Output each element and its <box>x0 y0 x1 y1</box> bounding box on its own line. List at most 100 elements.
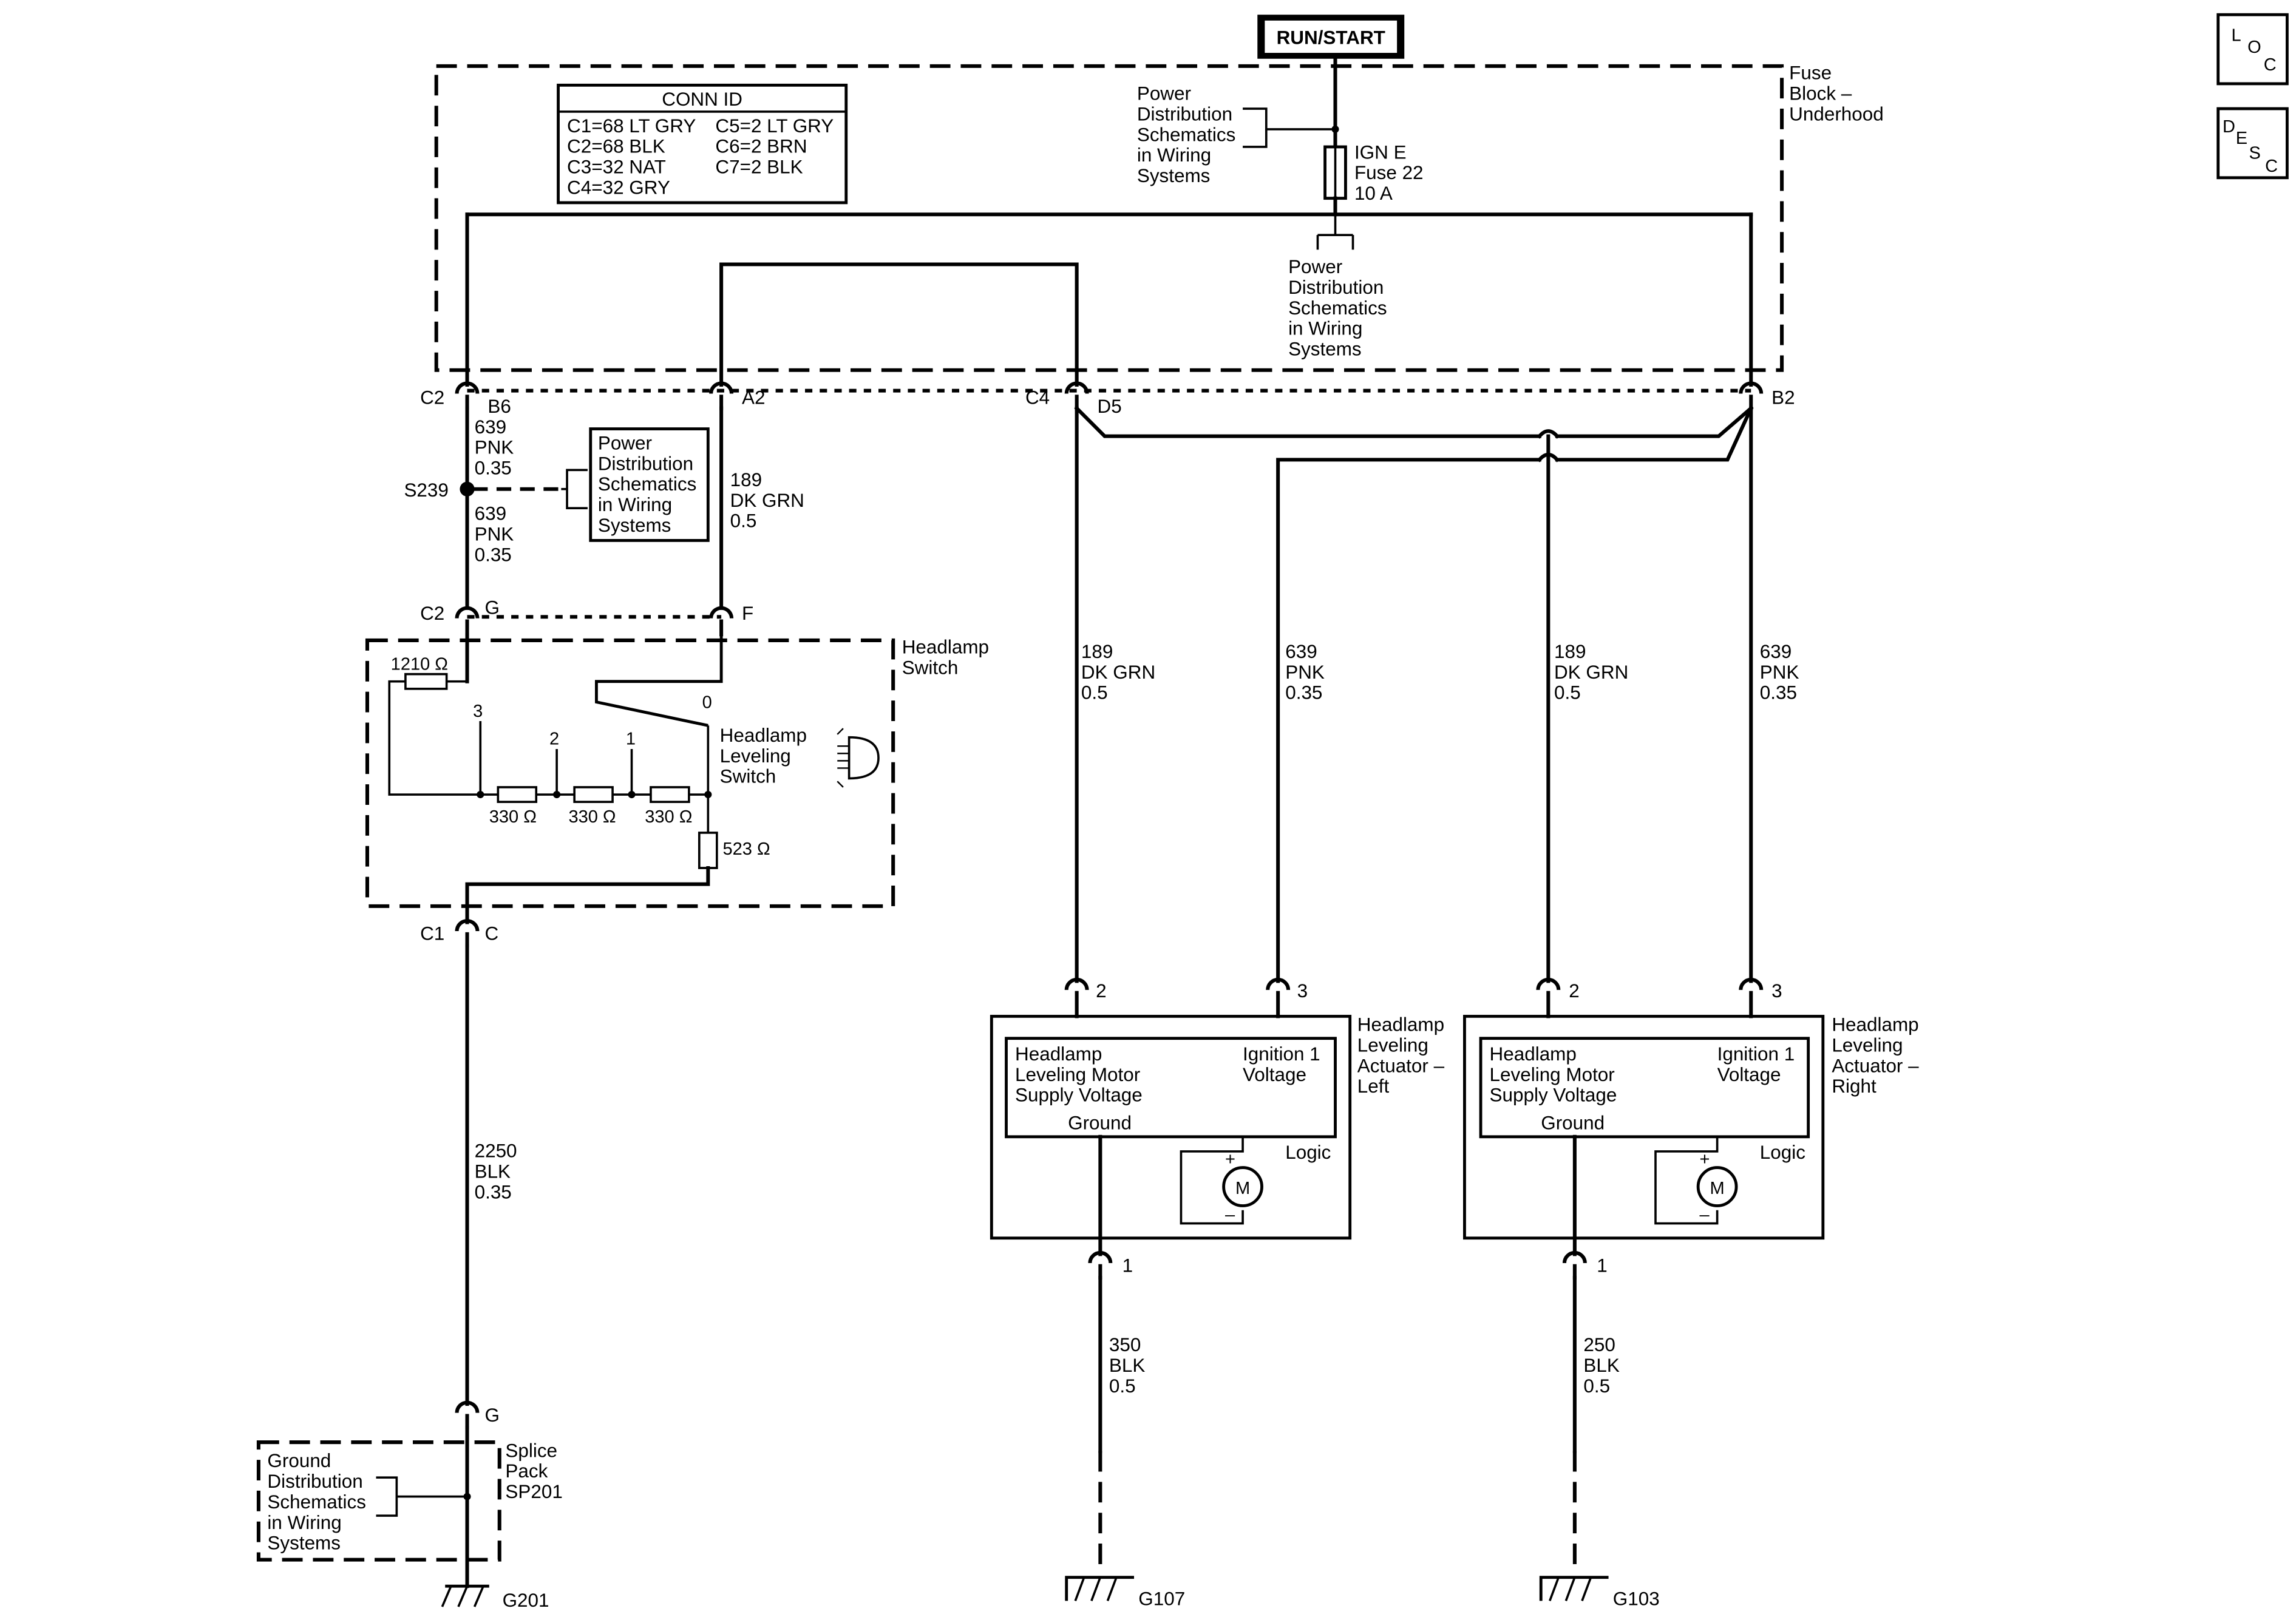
svg-text:0.35: 0.35 <box>475 544 512 565</box>
connector-g-splice: G <box>455 1400 500 1429</box>
svg-text:G: G <box>485 1405 500 1426</box>
fuse-22: IGN E Fuse 22 10 A <box>1323 141 1424 204</box>
svg-text:DK GRN: DK GRN <box>1081 662 1155 683</box>
wire-189-actuator-right: 189 DK GRN 0.5 <box>1554 641 1628 703</box>
svg-text:L: L <box>2231 26 2241 46</box>
svg-text:523 Ω: 523 Ω <box>723 839 770 859</box>
fuse-block-label: Fuse Block – Underhood <box>1789 63 1884 125</box>
svg-text:Distribution: Distribution <box>1288 277 1384 298</box>
svg-text:0.35: 0.35 <box>475 1181 512 1202</box>
svg-text:Systems: Systems <box>1288 339 1362 360</box>
svg-text:2: 2 <box>549 730 559 749</box>
connector-c2-g: C2 G <box>420 597 500 637</box>
svg-text:0.35: 0.35 <box>1760 682 1797 703</box>
wire-639-actuator-right: 639 PNK 0.35 <box>1760 641 1799 703</box>
svg-text:C1: C1 <box>420 923 444 944</box>
wire-189-actuator-left: 189 DK GRN 0.5 <box>1081 641 1155 703</box>
svg-text:Voltage: Voltage <box>1243 1064 1306 1085</box>
svg-text:189: 189 <box>1081 641 1113 662</box>
svg-text:2250: 2250 <box>475 1141 517 1162</box>
headlamp-switch-label: Headlamp Switch <box>902 637 989 679</box>
svg-text:Systems: Systems <box>267 1533 341 1554</box>
svg-text:C2=68 BLK: C2=68 BLK <box>567 136 665 157</box>
connector-b2: B2 <box>1739 381 1795 410</box>
svg-text:10 A: 10 A <box>1354 183 1393 204</box>
connector-f: F <box>709 603 753 637</box>
svg-text:Distribution: Distribution <box>598 453 693 474</box>
svg-text:B2: B2 <box>1771 387 1795 408</box>
resistor-330-c <box>650 786 690 803</box>
headlamp-leveling-icon <box>837 728 880 788</box>
wire-189-left: 189 DK GRN 0.5 <box>730 469 804 532</box>
svg-text:Block –: Block – <box>1789 83 1852 104</box>
svg-text:F: F <box>742 603 753 624</box>
motor-icon <box>1222 1166 1263 1207</box>
svg-text:Leveling: Leveling <box>1357 1034 1428 1056</box>
svg-text:Fuse: Fuse <box>1789 63 1832 84</box>
splice-pack-label: Splice Pack SP201 <box>505 1440 562 1502</box>
svg-text:0.5: 0.5 <box>1081 682 1108 703</box>
svg-text:Supply Voltage: Supply Voltage <box>1490 1085 1617 1106</box>
ground-g103-icon: G103 <box>1539 1576 1660 1610</box>
svg-text:3: 3 <box>1771 980 1782 1002</box>
svg-text:Leveling: Leveling <box>720 745 791 767</box>
svg-text:Leveling Motor: Leveling Motor <box>1015 1064 1140 1085</box>
svg-text:0.5: 0.5 <box>730 510 757 532</box>
svg-text:–: – <box>1225 1205 1235 1225</box>
svg-text:Underhood: Underhood <box>1789 103 1884 124</box>
ground-distribution-ref: Ground Distribution Schematics in Wiring… <box>267 1450 471 1554</box>
svg-text:C3=32 NAT: C3=32 NAT <box>567 157 666 178</box>
svg-text:1: 1 <box>1123 1255 1133 1276</box>
resistor-523 <box>698 832 718 869</box>
svg-text:Switch: Switch <box>902 657 959 679</box>
svg-text:E: E <box>2236 129 2247 148</box>
svg-text:Ground: Ground <box>267 1450 331 1471</box>
svg-text:C2: C2 <box>420 603 444 624</box>
svg-text:Leveling: Leveling <box>1832 1034 1903 1056</box>
splice-s239 <box>460 481 475 497</box>
svg-text:O: O <box>2247 38 2261 57</box>
svg-text:C7=2 BLK: C7=2 BLK <box>715 157 803 178</box>
resistor-1210 <box>404 673 448 690</box>
svg-text:Actuator –: Actuator – <box>1832 1055 1919 1076</box>
svg-text:330 Ω: 330 Ω <box>568 807 616 827</box>
svg-text:Power: Power <box>1288 256 1342 277</box>
wire-639-actuator-left: 639 PNK 0.35 <box>1285 641 1325 703</box>
svg-text:SP201: SP201 <box>505 1481 562 1502</box>
svg-text:DK GRN: DK GRN <box>730 490 804 511</box>
svg-text:Power: Power <box>1137 83 1191 104</box>
svg-text:C5=2 LT GRY: C5=2 LT GRY <box>715 115 834 137</box>
svg-text:1: 1 <box>1597 1255 1607 1276</box>
svg-text:1210 Ω: 1210 Ω <box>391 654 448 674</box>
svg-text:639: 639 <box>1760 641 1792 662</box>
svg-text:C: C <box>2264 55 2277 75</box>
svg-text:in Wiring: in Wiring <box>1137 144 1211 166</box>
desc-button[interactable]: D E S C <box>2216 107 2289 180</box>
svg-text:M: M <box>1710 1179 1725 1198</box>
power-distribution-ref-mid: Power Distribution Schematics in Wiring … <box>1288 256 1387 359</box>
svg-text:0.5: 0.5 <box>1583 1375 1610 1397</box>
svg-text:Distribution: Distribution <box>267 1471 362 1492</box>
svg-text:PNK: PNK <box>1285 662 1325 683</box>
svg-text:DK GRN: DK GRN <box>1554 662 1628 683</box>
svg-text:2: 2 <box>1569 980 1579 1002</box>
svg-text:Systems: Systems <box>1137 165 1211 186</box>
svg-text:IGN E: IGN E <box>1354 141 1407 163</box>
actuator-left: 2 3 Headlamp Leveling Motor Supply Volta… <box>990 977 1352 1280</box>
svg-text:BLK: BLK <box>1583 1355 1619 1376</box>
svg-text:M: M <box>1235 1179 1250 1198</box>
loc-button[interactable]: L O C <box>2216 13 2289 86</box>
connector-a2: A2 <box>709 381 765 410</box>
svg-text:C2: C2 <box>420 387 444 408</box>
svg-text:+: + <box>1225 1150 1235 1169</box>
wire-639-lower: 639 PNK 0.35 <box>475 503 514 566</box>
power-distribution-ref-top: Power Distribution Schematics in Wiring … <box>1137 83 1336 186</box>
power-distribution-ref-left: Power Distribution Schematics in Wiring … <box>589 427 710 542</box>
svg-text:Right: Right <box>1832 1076 1877 1097</box>
wire-350: 350 BLK 0.5 <box>1109 1334 1145 1397</box>
wire-639-upper: 639 PNK 0.35 <box>475 416 514 479</box>
svg-text:330 Ω: 330 Ω <box>489 807 537 827</box>
svg-text:PNK: PNK <box>475 523 514 544</box>
svg-text:Pack: Pack <box>505 1460 548 1482</box>
svg-text:3: 3 <box>473 702 483 721</box>
